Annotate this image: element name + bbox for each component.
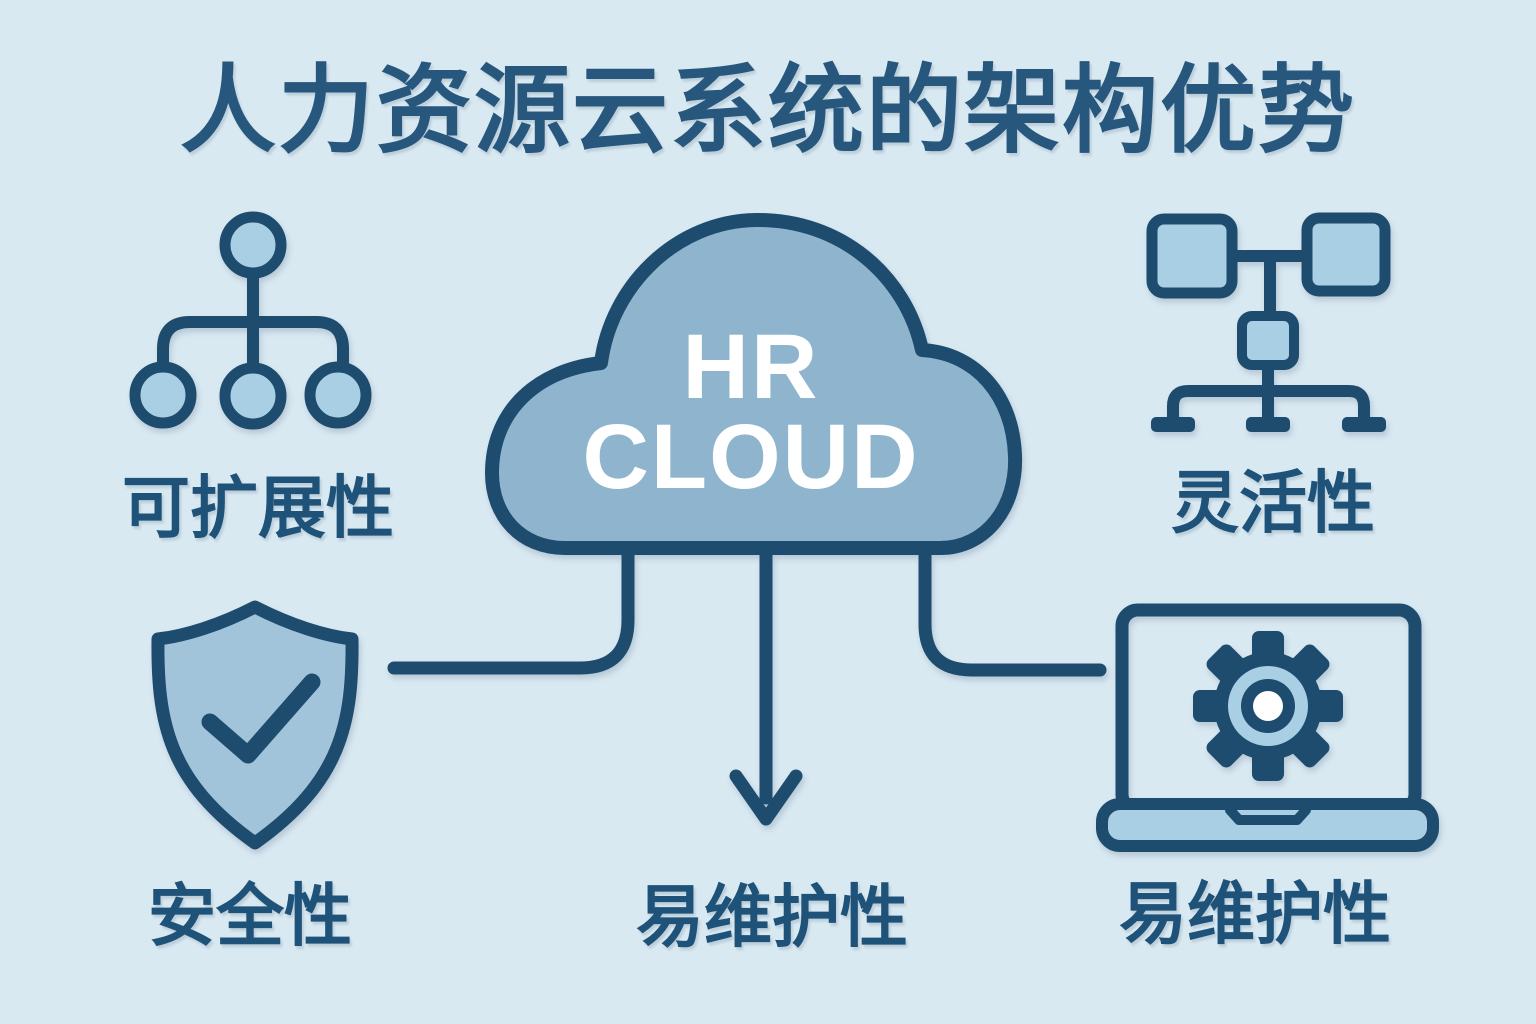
gear-icon — [1193, 631, 1343, 781]
connector-right — [918, 538, 1107, 677]
shield-check-icon — [151, 600, 359, 850]
org-node-right — [304, 361, 372, 429]
network-topology-icon — [1146, 212, 1391, 432]
laptop-gear-icon — [1096, 603, 1439, 852]
down-arrow-icon — [729, 538, 803, 826]
network-links — [1167, 250, 1370, 426]
connector-left — [387, 538, 635, 675]
cloud-label-line1: HR — [682, 315, 820, 418]
page-title: 人力资源云系统的架构优势 — [180, 57, 1356, 165]
shield-shape — [151, 600, 359, 850]
connector-lines — [387, 538, 1107, 826]
org-hierarchy-branches — [157, 271, 349, 368]
org-node-middle — [219, 362, 287, 430]
laptop-base-notch-front — [1225, 805, 1311, 825]
check-mark — [201, 673, 321, 764]
label-maintainability-right: 易维护性 — [1118, 876, 1392, 953]
org-node-top — [219, 211, 287, 279]
cloud-label: HR CLOUD — [582, 315, 920, 508]
label-flexibility: 灵活性 — [1170, 465, 1376, 542]
network-foot-right — [1342, 417, 1386, 432]
cloud-label-line2: CLOUD — [582, 406, 920, 508]
label-security: 安全性 — [147, 878, 353, 955]
network-node-right — [1301, 212, 1391, 297]
network-node-left — [1146, 213, 1238, 299]
label-maintainability-center: 易维护性 — [635, 879, 909, 956]
org-node-left — [129, 361, 197, 429]
network-foot-middle — [1246, 417, 1290, 432]
org-hierarchy-icon — [129, 211, 372, 430]
label-scalability: 可扩展性 — [121, 470, 395, 547]
cloud-shape — [485, 212, 1023, 555]
network-foot-left — [1151, 417, 1195, 432]
network-node-hub — [1237, 311, 1299, 370]
